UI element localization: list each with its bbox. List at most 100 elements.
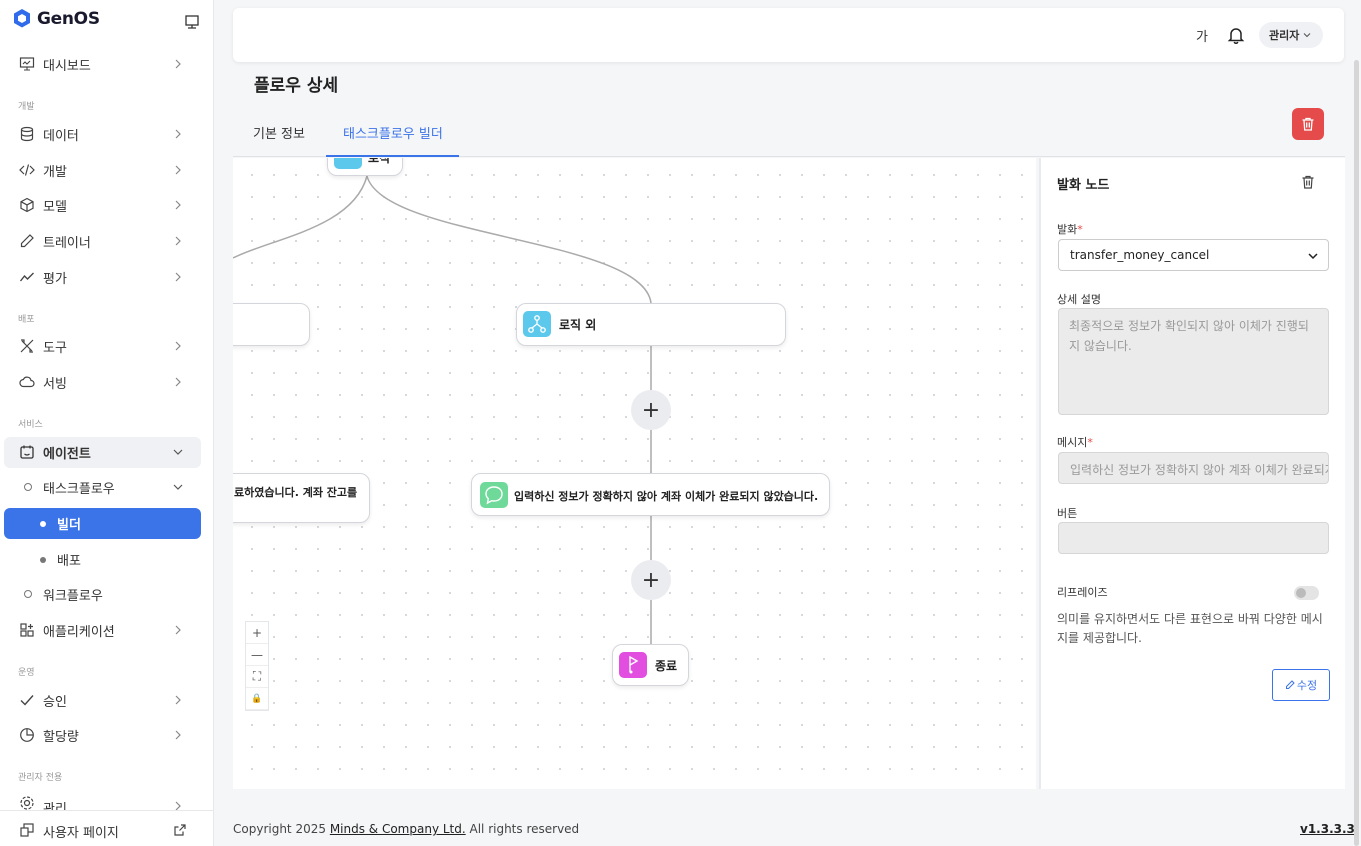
- add-node-button[interactable]: +: [631, 560, 671, 600]
- sidebar-item-builder[interactable]: 빌더: [4, 508, 201, 539]
- rephrase-toggle[interactable]: [1294, 586, 1319, 600]
- calendar-bot-icon: [20, 445, 34, 459]
- delete-flow-button[interactable]: [1292, 108, 1324, 140]
- sidebar-item-deploy-sub[interactable]: 배포: [4, 544, 201, 575]
- lock-button[interactable]: 🔒: [246, 688, 268, 710]
- sidebar-item-label: 빌더: [57, 518, 81, 533]
- tab-bar: 기본 정보 태스크플로우 빌더: [233, 114, 1345, 157]
- left-node[interactable]: [233, 303, 310, 346]
- flow-canvas[interactable]: 로직 로직 외 + 료하였습니다. 계좌 잔고를 입력하신 정보가 정확하지 않…: [233, 158, 1036, 789]
- section-label-deploy: 배포: [18, 315, 35, 325]
- version-link[interactable]: v1.3.3.3: [1300, 822, 1355, 836]
- monitor-icon: [19, 57, 35, 71]
- chevron-down-icon: [1303, 33, 1311, 38]
- chevron-right-icon: [175, 165, 181, 175]
- top-bar: 가 관리자: [233, 8, 1344, 62]
- sidebar: GenOS 대시보드 개발 데이터 개발 모델 트레이너 평가 배포: [0, 0, 214, 846]
- sidebar-item-workflow[interactable]: 워크플로우: [4, 579, 201, 610]
- user-page-label: 사용자 페이지: [43, 826, 119, 841]
- node-label: 종료: [655, 659, 678, 673]
- detail-textarea[interactable]: 최종적으로 정보가 확인되지 않아 이체가 진행되지 않습니다.: [1058, 308, 1329, 415]
- cloud-icon: [19, 376, 35, 388]
- tools-icon: [20, 339, 34, 353]
- trend-icon: [19, 272, 34, 282]
- message-input[interactable]: 입력하신 정보가 정확하지 않아 계좌 이체가 완료되지 않았습니다.: [1058, 452, 1329, 484]
- copyright-suffix: All rights reserved: [465, 822, 580, 836]
- trash-icon[interactable]: [1300, 174, 1316, 190]
- sidebar-item-application[interactable]: 애플리케이션: [4, 615, 201, 646]
- sidebar-item-approval[interactable]: 승인: [4, 685, 201, 716]
- node-label: 료하였습니다. 계좌 잔고를: [234, 486, 358, 499]
- language-button[interactable]: 가: [1196, 30, 1208, 45]
- logic-node-top[interactable]: 로직: [327, 158, 403, 176]
- sidebar-item-label: 관리: [43, 802, 67, 810]
- tab-taskflow-builder[interactable]: 태스크플로우 빌더: [326, 123, 459, 157]
- edit-button[interactable]: 수정: [1272, 669, 1330, 701]
- cube-icon: [20, 197, 34, 213]
- page-title: 플로우 상세: [254, 76, 339, 96]
- tab-basic-info[interactable]: 기본 정보: [253, 127, 305, 142]
- sidebar-item-label: 워크플로우: [43, 589, 103, 604]
- sidebar-item-label: 태스크플로우: [43, 482, 115, 497]
- utterance-label: 발화*: [1057, 223, 1083, 236]
- add-node-button[interactable]: +: [631, 390, 671, 430]
- sidebar-item-trainer[interactable]: 트레이너: [4, 226, 201, 257]
- button-input[interactable]: [1058, 522, 1329, 554]
- branch-icon: [523, 311, 551, 337]
- end-node[interactable]: 종료: [612, 644, 689, 686]
- chevron-right-icon: [175, 695, 181, 705]
- zoom-out-button[interactable]: —: [246, 644, 268, 666]
- sidebar-item-data[interactable]: 데이터: [4, 119, 201, 150]
- fit-view-button[interactable]: ⛶: [246, 666, 268, 688]
- user-menu-button[interactable]: 관리자: [1259, 22, 1323, 48]
- sidebar-item-manage[interactable]: 관리: [4, 789, 201, 810]
- chevron-down-icon: [173, 449, 183, 455]
- sidebar-item-serving[interactable]: 서빙: [4, 367, 201, 398]
- chevron-right-icon: [175, 625, 181, 635]
- sidebar-item-agent[interactable]: 에이전트: [4, 437, 201, 468]
- sidebar-item-develop[interactable]: 개발: [4, 155, 201, 186]
- logo[interactable]: GenOS: [12, 8, 100, 29]
- sidebar-item-label: 애플리케이션: [43, 625, 115, 640]
- user-page-icon: [20, 823, 34, 837]
- circle-bullet-icon: [24, 590, 32, 598]
- node-label: 입력하신 정보가 정확하지 않아 계좌 이체가 완료되지 않았습니다.: [514, 490, 819, 503]
- sidebar-item-dashboard[interactable]: 대시보드: [4, 49, 201, 80]
- utterance-select[interactable]: transfer_money_cancel: [1058, 239, 1329, 271]
- company-link[interactable]: Minds & Company Ltd.: [329, 822, 466, 836]
- bell-icon[interactable]: [1227, 26, 1245, 44]
- zoom-in-button[interactable]: +: [246, 622, 268, 644]
- detail-label: 상세 설명: [1057, 293, 1101, 306]
- pencil-icon: [20, 234, 34, 248]
- pencil-icon: [1285, 680, 1295, 689]
- rephrase-description: 의미를 유지하면서도 다른 표현으로 바꿔 다양한 메시지를 제공합니다.: [1057, 612, 1323, 645]
- message-node[interactable]: 입력하신 정보가 정확하지 않아 계좌 이체가 완료되지 않았습니다.: [471, 473, 830, 516]
- chevron-right-icon: [175, 730, 181, 740]
- flag-icon: [619, 652, 647, 678]
- chevron-right-icon: [175, 341, 181, 351]
- sidebar-collapse-icon[interactable]: [184, 14, 200, 30]
- sidebar-item-taskflow[interactable]: 태스크플로우: [4, 472, 201, 503]
- external-link-icon: [174, 824, 186, 836]
- message-label: 메시지*: [1057, 436, 1093, 449]
- sidebar-item-tools[interactable]: 도구: [4, 331, 201, 362]
- code-icon: [19, 164, 35, 176]
- sidebar-item-evaluate[interactable]: 평가: [4, 262, 201, 293]
- gear-icon: [20, 796, 34, 810]
- sidebar-item-quota[interactable]: 할당량: [4, 720, 201, 751]
- chevron-right-icon: [175, 200, 181, 210]
- logic-other-node[interactable]: 로직 외: [516, 303, 786, 346]
- user-name: 관리자: [1269, 29, 1300, 42]
- chat-bubble-icon: [480, 482, 508, 508]
- sidebar-item-label: 모델: [43, 200, 67, 215]
- left-message-node[interactable]: 료하였습니다. 계좌 잔고를: [233, 473, 370, 523]
- chevron-right-icon: [175, 236, 181, 246]
- branch-icon: [334, 158, 362, 169]
- section-label-ops: 운영: [18, 668, 35, 678]
- sidebar-item-label: 평가: [43, 272, 67, 287]
- sidebar-item-model[interactable]: 모델: [4, 190, 201, 221]
- sidebar-item-label: 트레이너: [43, 236, 91, 251]
- user-page-link[interactable]: 사용자 페이지: [0, 810, 213, 846]
- database-icon: [20, 126, 34, 142]
- page-scrollbar[interactable]: [1354, 60, 1359, 846]
